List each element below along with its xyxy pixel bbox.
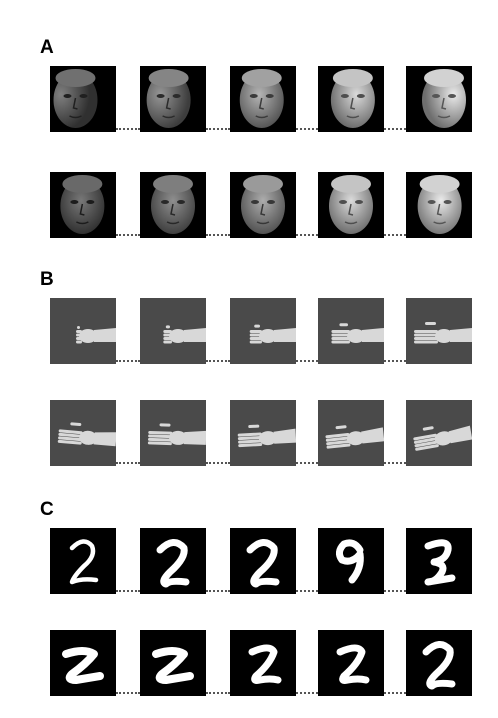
sequence-connector — [206, 692, 230, 694]
digits-image — [62, 647, 104, 684]
sequence-connector — [206, 360, 230, 362]
sequence-connector — [206, 128, 230, 130]
hands-image — [413, 425, 472, 451]
digits-tile — [318, 630, 384, 696]
sequence-connector — [116, 462, 140, 464]
faces-tile — [406, 172, 472, 238]
digits-tile — [406, 630, 472, 696]
digits-tile — [406, 528, 472, 594]
digits-image — [246, 539, 280, 588]
digits-tile — [230, 528, 296, 594]
sequence-connector — [384, 692, 406, 694]
digits-image — [424, 539, 456, 586]
digits-image — [336, 644, 370, 684]
faces-image — [60, 175, 105, 234]
sequence-connector — [206, 462, 230, 464]
digits-image — [335, 539, 364, 584]
digits-row-2 — [50, 630, 472, 696]
hands-tile — [406, 400, 472, 466]
faces-image — [329, 175, 373, 234]
sequence-connector — [296, 462, 318, 464]
sequence-connector — [296, 590, 318, 592]
digits-tile — [318, 528, 384, 594]
faces-tile — [140, 172, 206, 238]
sequence-connector — [206, 234, 230, 236]
panel-label-b: B — [40, 269, 54, 290]
digits-tile — [140, 528, 206, 594]
hands-tile — [140, 298, 206, 364]
faces-row-1 — [50, 66, 472, 132]
sequence-connector — [116, 234, 140, 236]
digits-tile — [50, 630, 116, 696]
sequence-connector — [206, 590, 230, 592]
faces-image — [151, 175, 195, 234]
digits-tile — [140, 630, 206, 696]
faces-image — [417, 175, 462, 234]
hands-image — [325, 425, 384, 449]
faces-tile — [50, 172, 116, 238]
digits-image — [248, 644, 282, 684]
faces-tile — [230, 66, 296, 132]
hands-image — [414, 322, 472, 344]
faces-image — [422, 69, 466, 128]
sequence-connector — [116, 590, 140, 592]
sequence-connector — [296, 234, 318, 236]
digits-image — [156, 539, 190, 588]
faces-row-2 — [50, 172, 472, 238]
hands-tile — [318, 400, 384, 466]
faces-tile — [318, 66, 384, 132]
digits-image — [152, 647, 194, 684]
hands-image — [331, 323, 384, 344]
sequence-connector — [384, 360, 406, 362]
sequence-connector — [116, 128, 140, 130]
hands-image — [147, 423, 206, 446]
faces-image — [241, 175, 285, 234]
sequence-connector — [296, 360, 318, 362]
faces-image — [330, 69, 375, 128]
digits-image — [69, 539, 99, 585]
faces-tile — [50, 66, 116, 132]
sequence-connector — [384, 234, 406, 236]
sequence-connector — [384, 590, 406, 592]
faces-tile — [140, 66, 206, 132]
hands-tile — [406, 298, 472, 364]
sequence-connector — [384, 128, 406, 130]
hands-row-1 — [50, 298, 472, 364]
faces-tile — [318, 172, 384, 238]
hands-row-2 — [50, 400, 472, 466]
faces-image — [239, 69, 284, 128]
hands-image — [237, 424, 296, 448]
hands-tile — [50, 400, 116, 466]
digits-row-1 — [50, 528, 472, 594]
hands-tile — [140, 400, 206, 466]
hands-tile — [318, 298, 384, 364]
faces-tile — [230, 172, 296, 238]
faces-image — [53, 69, 98, 128]
digits-tile — [230, 630, 296, 696]
faces-image — [146, 69, 191, 128]
digits-image — [422, 641, 456, 690]
hands-image — [57, 422, 116, 447]
faces-tile — [406, 66, 472, 132]
hands-tile — [50, 298, 116, 364]
panel-label-c: C — [40, 499, 54, 520]
hands-tile — [230, 400, 296, 466]
hands-image — [76, 326, 116, 344]
hands-image — [249, 324, 296, 344]
sequence-connector — [116, 360, 140, 362]
digits-tile — [50, 528, 116, 594]
sequence-connector — [296, 692, 318, 694]
panel-label-a: A — [40, 37, 54, 58]
hands-image — [163, 325, 206, 344]
hands-tile — [230, 298, 296, 364]
sequence-connector — [384, 462, 406, 464]
sequence-connector — [116, 692, 140, 694]
sequence-connector — [296, 128, 318, 130]
